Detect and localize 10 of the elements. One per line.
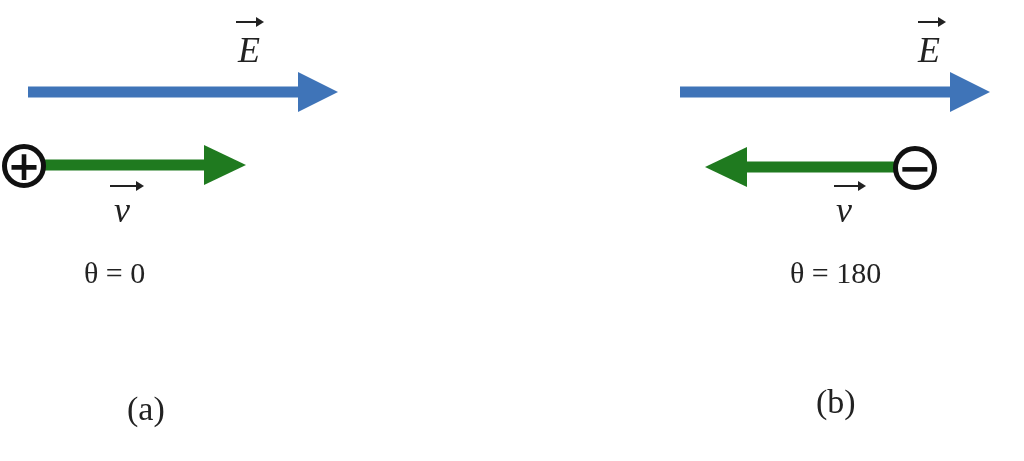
vector-label: v	[836, 192, 852, 228]
vector-label: E	[238, 32, 260, 68]
negative-charge: −	[893, 146, 937, 190]
vector-label: v	[114, 192, 130, 228]
panel-label: (b)	[816, 385, 856, 419]
angle-label: θ = 180	[790, 258, 882, 288]
positive-charge: +	[2, 144, 46, 188]
vector-label: E	[918, 32, 940, 68]
angle-label: θ = 0	[84, 258, 146, 288]
panel-label: (a)	[127, 392, 165, 426]
